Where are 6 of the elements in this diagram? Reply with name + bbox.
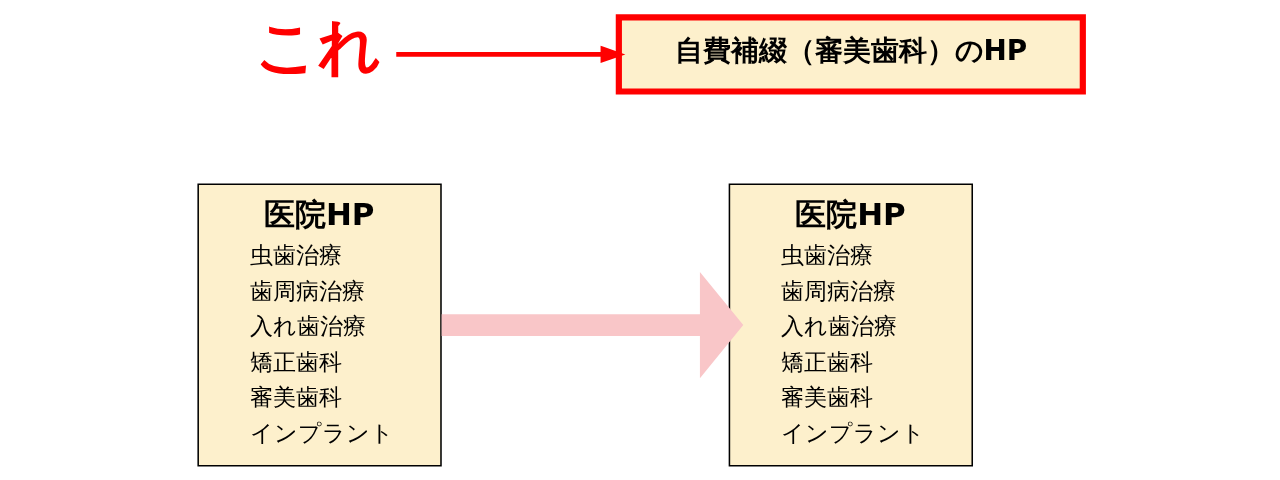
arrow bbox=[395, 45, 625, 64]
arrow bbox=[441, 271, 743, 379]
node-box: 自費補綴（審美歯科）のHP bbox=[615, 14, 1086, 95]
node-box: 医院HP 虫歯治療 歯周病治療 入れ歯治療 矯正歯科 審美歯科 インプラント bbox=[196, 183, 442, 467]
node-box: 医院HP 虫歯治療 歯周病治療 入れ歯治療 矯正歯科 審美歯科 インプラント bbox=[728, 183, 973, 467]
node-text: これ bbox=[254, 11, 381, 84]
